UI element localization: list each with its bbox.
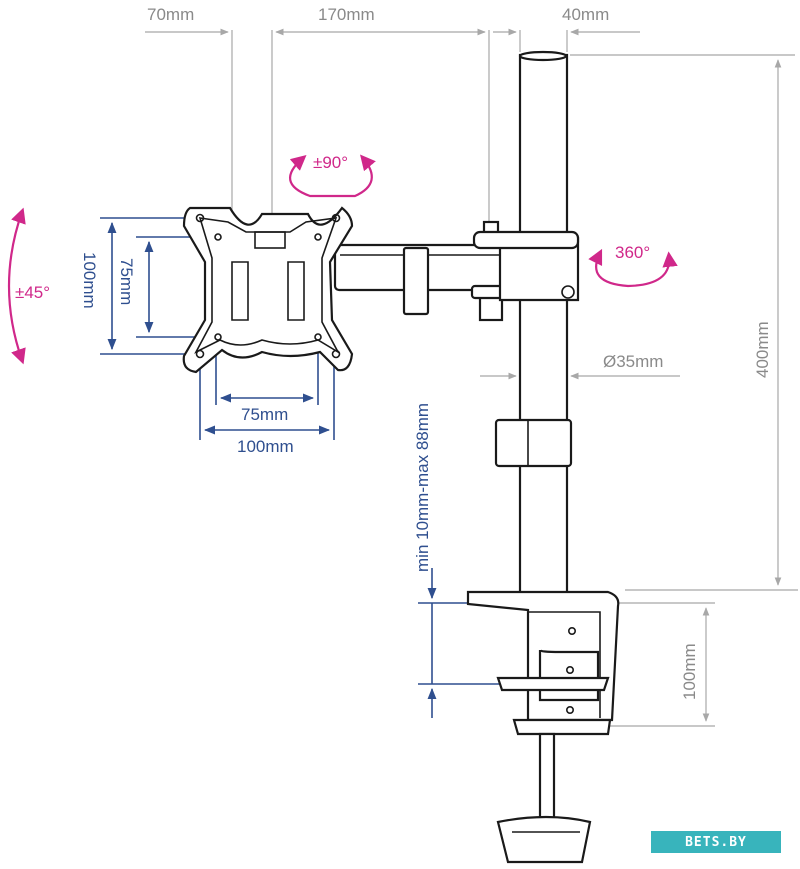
dim-vesa-100mm-vertical: 100mm bbox=[80, 252, 99, 309]
dim-40mm: 40mm bbox=[562, 5, 609, 24]
clamp-knob bbox=[496, 815, 592, 864]
dim-clamp-100mm: 100mm bbox=[680, 643, 699, 700]
gray-dimension-lines bbox=[145, 28, 798, 727]
dim-vesa-75mm-horizontal: 75mm bbox=[241, 405, 288, 424]
dim-400mm: 400mm bbox=[753, 321, 772, 378]
label-tilt: ±45° bbox=[15, 283, 50, 302]
dim-desk-thickness: min 10mm-max 88mm bbox=[413, 403, 432, 572]
dim-vesa-100mm-horizontal: 100mm bbox=[237, 437, 294, 456]
dim-pole-diameter: Ø35mm bbox=[603, 352, 663, 371]
label-swivel: 360° bbox=[615, 243, 650, 262]
vesa-plate bbox=[182, 206, 354, 374]
monitor-arm-drawing bbox=[333, 50, 580, 604]
watermark-text: BETS.BY bbox=[685, 834, 747, 850]
desk-clamp bbox=[466, 590, 620, 864]
cable-clip bbox=[402, 246, 430, 316]
dim-70mm: 70mm bbox=[147, 5, 194, 24]
pole-top bbox=[518, 53, 569, 237]
dim-170mm: 170mm bbox=[318, 5, 375, 24]
pole-collar bbox=[494, 418, 573, 468]
label-rotate: ±90° bbox=[313, 153, 348, 172]
rotation-arrows bbox=[7, 154, 678, 365]
dim-vesa-75mm-vertical: 75mm bbox=[117, 258, 136, 305]
watermark-badge: BETS.BY bbox=[651, 831, 781, 853]
